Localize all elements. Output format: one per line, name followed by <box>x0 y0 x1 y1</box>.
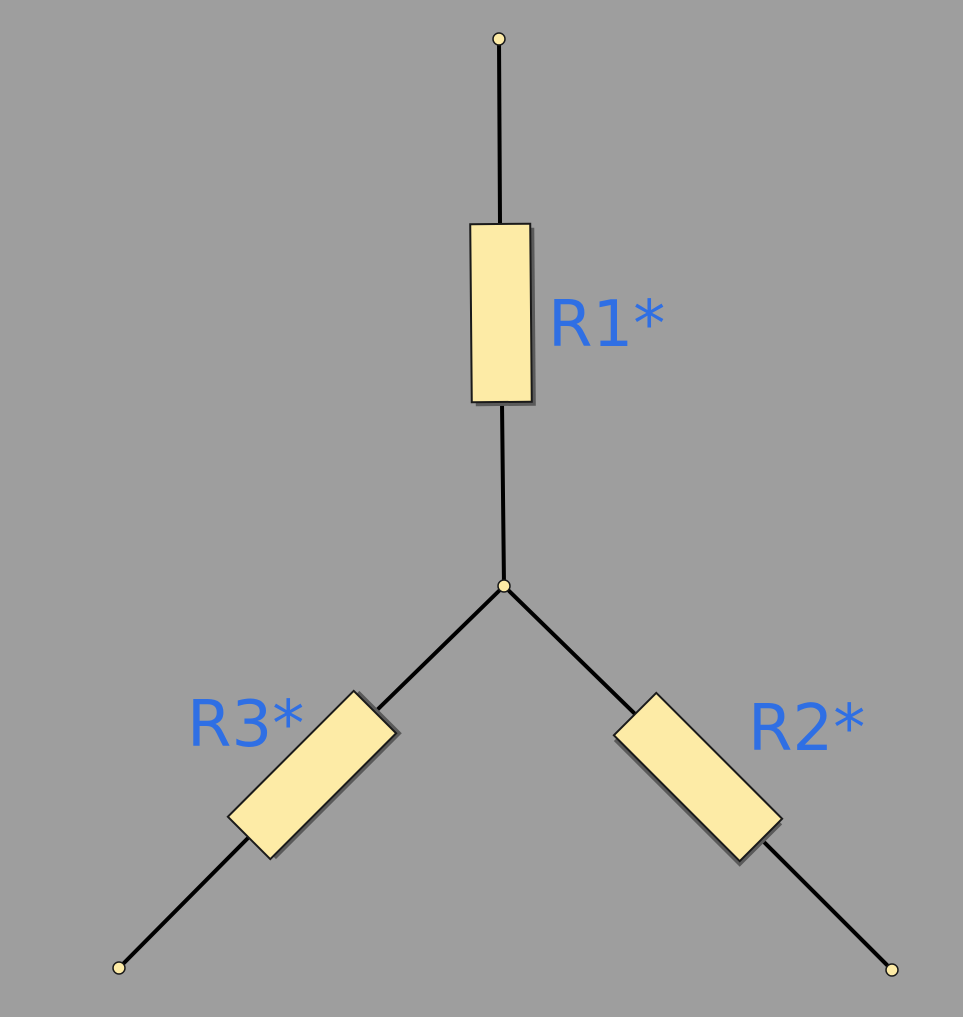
wire-r2-to-bottom-right-terminal[interactable] <box>760 838 894 972</box>
resistor-r1[interactable] <box>469 222 536 407</box>
resistor-r3-body[interactable] <box>226 689 398 861</box>
resistor-r1-body[interactable] <box>469 222 533 404</box>
label-r3[interactable]: R3* <box>187 688 304 762</box>
label-r2[interactable]: R2* <box>748 692 865 766</box>
terminal-bottom-left[interactable] <box>112 961 126 975</box>
wire-center-node-to-r3[interactable] <box>373 584 506 714</box>
wire-top-terminal-to-r1[interactable] <box>497 37 502 226</box>
terminal-top[interactable] <box>492 32 506 46</box>
wire-r1-to-center-node[interactable] <box>500 401 506 588</box>
wires <box>117 37 894 972</box>
junction-node-center[interactable] <box>497 579 511 593</box>
wire-r3-to-bottom-left-terminal[interactable] <box>117 836 250 970</box>
label-r1[interactable]: R1* <box>548 288 665 362</box>
terminal-bottom-right[interactable] <box>885 963 899 977</box>
resistor-r2[interactable] <box>611 691 785 867</box>
component-labels: R1* R2* R3* <box>187 288 865 766</box>
resistor-r2-body[interactable] <box>612 691 784 863</box>
resistor-r3[interactable] <box>226 688 402 862</box>
terminals <box>112 32 899 977</box>
wire-center-node-to-r2[interactable] <box>502 584 637 716</box>
